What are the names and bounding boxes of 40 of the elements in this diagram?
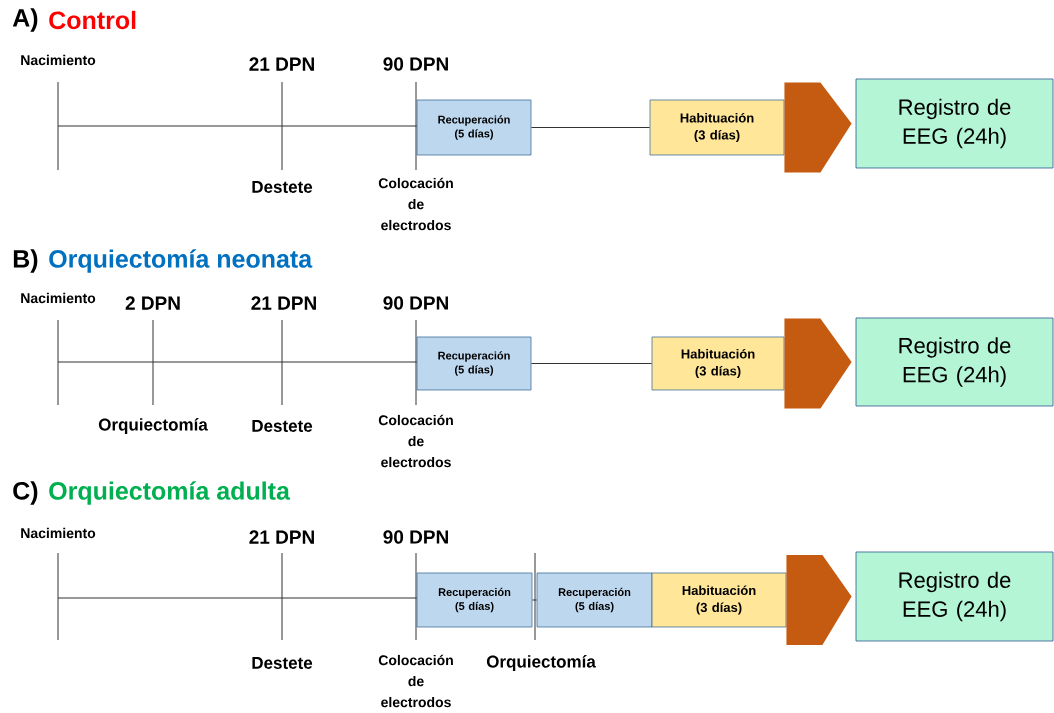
chevron-arrow: [784, 318, 852, 409]
recording-box: Registro de EEG (24h): [855, 551, 1054, 642]
time-label: 21 DPN: [249, 530, 314, 544]
event-label: Destete: [252, 657, 313, 669]
period-box: Habituación (3 días): [649, 99, 785, 156]
event-label: Destete: [252, 181, 313, 193]
period-box: Recuperación (5 días): [416, 336, 532, 391]
period-box: Habituación (3 días): [651, 572, 787, 628]
panel-title: Orquiectomía neonata: [49, 249, 313, 273]
panel-letter: A): [12, 8, 38, 32]
event-label: Destete: [252, 420, 313, 432]
chevron-arrow: [786, 555, 852, 645]
time-label: 90 DPN: [383, 296, 448, 310]
event-label: Orquiectomía: [486, 655, 596, 671]
panel-letter: B): [13, 249, 38, 273]
time-label: 2 DPN: [125, 296, 180, 310]
time-label: 21 DPN: [249, 57, 314, 71]
connector-line: [530, 363, 653, 364]
panel-title: Control: [49, 10, 136, 30]
time-label: 21 DPN: [251, 296, 316, 310]
time-label: Nacimiento: [21, 292, 96, 304]
event-label: Colocación de electrodos: [378, 654, 453, 708]
chevron-arrow: [784, 82, 852, 173]
event-label: Colocación de electrodos: [378, 414, 453, 468]
connector-line: [530, 127, 651, 128]
period-box: Recuperación (5 días): [416, 572, 533, 628]
period-box: Recuperación (5 días): [536, 572, 653, 628]
time-label: Nacimiento: [21, 54, 96, 66]
recording-box: Registro de EEG (24h): [855, 78, 1054, 169]
event-label: Colocación de electrodos: [378, 177, 453, 231]
panel-title: Orquiectomía adulta: [49, 481, 291, 505]
time-label: 90 DPN: [383, 530, 448, 544]
period-box: Recuperación (5 días): [416, 99, 532, 156]
event-label: Orquiectomía: [98, 418, 208, 434]
connector-line: [531, 599, 538, 601]
panel-letter: C): [13, 481, 38, 505]
time-label: Nacimiento: [21, 527, 96, 539]
time-label: 90 DPN: [383, 57, 448, 71]
period-box: Habituación (3 días): [651, 336, 785, 391]
recording-box: Registro de EEG (24h): [855, 317, 1054, 407]
